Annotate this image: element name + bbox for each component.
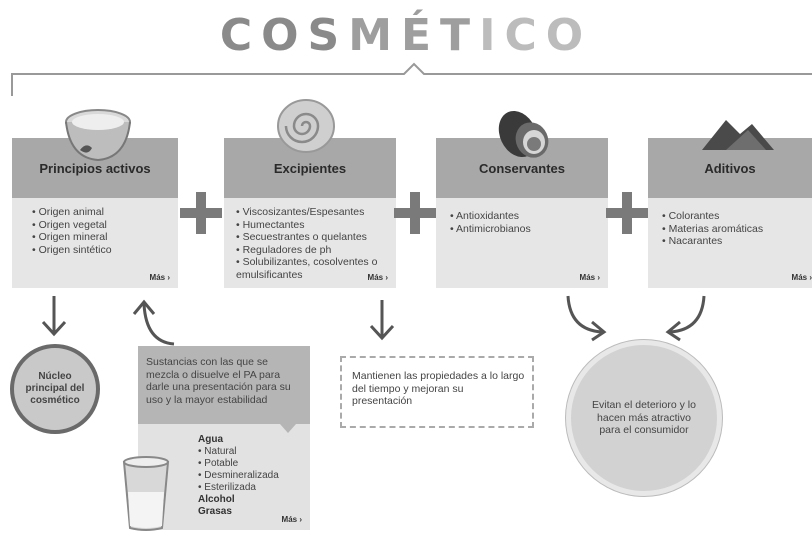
title-part-3: ICO xyxy=(479,10,593,61)
list-item: • Natural xyxy=(198,446,237,457)
list-item: Origen vegetal xyxy=(32,219,178,232)
down-arrow-icon xyxy=(369,300,395,341)
more-link[interactable]: Más › xyxy=(281,515,302,524)
card-list: Origen animal Origen vegetal Origen mine… xyxy=(12,198,178,256)
list-item: • Potable xyxy=(198,458,239,469)
sustancias-list: Agua • Natural • Potable • Desmineraliza… xyxy=(198,434,279,518)
list-item: Origen sintético xyxy=(32,244,178,257)
list-item: • Esterilizada xyxy=(198,482,256,493)
list-item: Viscosizantes/Espesantes xyxy=(236,206,396,219)
down-arrow-icon xyxy=(41,296,67,337)
title-part-2: MÉT xyxy=(348,10,480,61)
card-list: Antioxidantes Antimicrobianos xyxy=(436,198,608,235)
list-item: Solubilizantes, cosolventes o emulsifica… xyxy=(236,256,396,281)
card-list: Colorantes Materias aromáticas Nacarante… xyxy=(648,198,812,248)
callout-notch xyxy=(280,424,296,433)
mantienen-box: Mantienen las propiedades a lo largo del… xyxy=(340,356,534,428)
list-item: Antimicrobianos xyxy=(450,223,608,236)
more-link[interactable]: Más › xyxy=(149,273,170,282)
swirl-icon xyxy=(277,99,335,153)
avocado-icon xyxy=(498,110,549,158)
card-principios-activos: Principios activos Origen animal Origen … xyxy=(12,138,178,288)
bowl-icon xyxy=(65,109,131,162)
evitan-circle: Evitan el deterioro y lo hacen más atrac… xyxy=(566,340,722,496)
alcohol-label: Alcohol xyxy=(198,494,235,505)
list-item: Materias aromáticas xyxy=(662,223,812,236)
list-item: Colorantes xyxy=(662,210,812,223)
list-item: Reguladores de ph xyxy=(236,244,396,257)
glass-of-water-icon xyxy=(122,456,170,531)
more-link[interactable]: Más › xyxy=(579,273,600,282)
title-bracket xyxy=(11,62,812,96)
agua-label: Agua xyxy=(198,434,223,445)
card-title: Aditivos xyxy=(648,138,812,198)
card-excipientes: Excipientes Viscosizantes/Espesantes Hum… xyxy=(224,138,396,288)
curved-arrow-icon xyxy=(132,299,175,346)
list-item: • Desmineralizada xyxy=(198,470,279,481)
page-title: COSMÉTICO xyxy=(0,10,812,61)
card-aditivos: Aditivos Colorantes Materias aromáticas … xyxy=(648,138,812,288)
plus-icon xyxy=(394,192,436,234)
sustancias-text: Sustancias con las que se mezcla o disue… xyxy=(138,346,310,424)
list-item: Origen animal xyxy=(32,206,178,219)
powder-icon xyxy=(702,120,774,150)
sustancias-box: Sustancias con las que se mezcla o disue… xyxy=(138,346,310,530)
list-item: Origen mineral xyxy=(32,231,178,244)
card-title: Conservantes xyxy=(436,138,608,198)
card-conservantes: Conservantes Antioxidantes Antimicrobian… xyxy=(436,138,608,288)
curved-arrow-icon xyxy=(566,295,607,342)
more-link[interactable]: Más › xyxy=(367,273,388,282)
list-item: Antioxidantes xyxy=(450,210,608,223)
card-list: Viscosizantes/Espesantes Humectantes Sec… xyxy=(224,198,396,281)
nucleo-text: Núcleo principal del cosmético xyxy=(25,371,85,406)
nucleo-circle: Núcleo principal del cosmético xyxy=(10,344,100,434)
curved-arrow-icon xyxy=(665,295,706,342)
mantienen-text: Mantienen las propiedades a lo largo del… xyxy=(352,370,525,407)
plus-icon xyxy=(606,192,648,234)
title-part-1: COS xyxy=(219,10,349,61)
evitan-text: Evitan el deterioro y lo hacen más atrac… xyxy=(592,399,696,437)
grasas-label: Grasas xyxy=(198,506,232,517)
list-item: Humectantes xyxy=(236,219,396,232)
more-link[interactable]: Más › xyxy=(791,273,812,282)
plus-icon xyxy=(180,192,222,234)
list-item: Nacarantes xyxy=(662,235,812,248)
list-item: Secuestrantes o quelantes xyxy=(236,231,396,244)
